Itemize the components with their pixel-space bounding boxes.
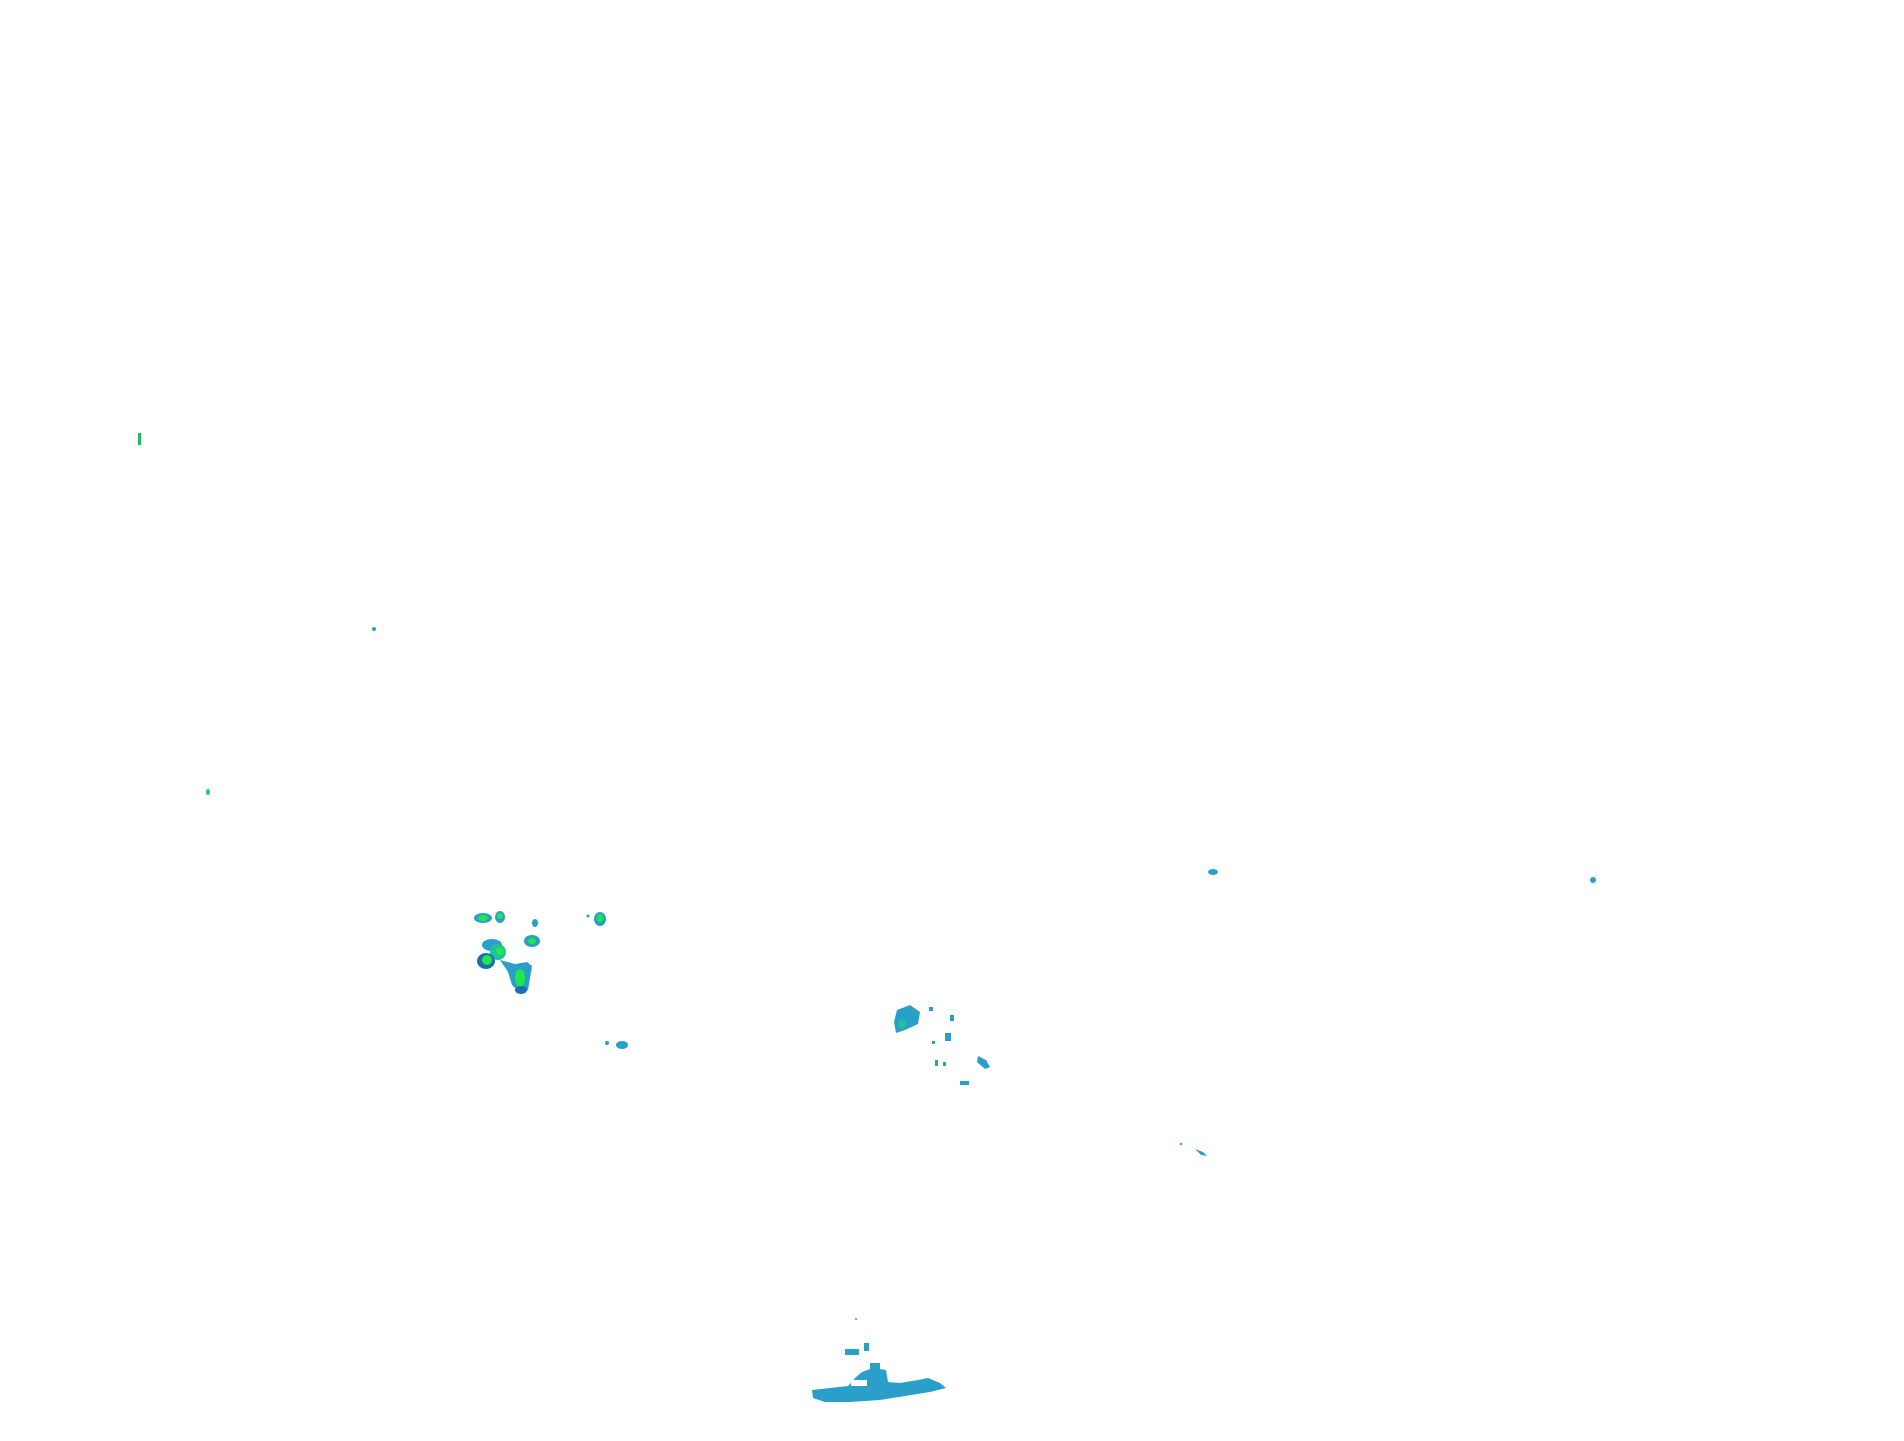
echo-northwest-streak <box>138 433 141 445</box>
echo-speck <box>372 627 376 631</box>
echo-band-south <box>812 1318 946 1402</box>
echo-small-cell <box>586 912 606 926</box>
echo-speck <box>206 789 210 795</box>
echo-speck <box>1208 869 1218 875</box>
echo-small-cell <box>1179 1142 1207 1156</box>
echo-cluster-west <box>474 911 540 994</box>
precipitation-echoes <box>138 433 1596 1402</box>
echo-small-cell <box>605 1041 628 1049</box>
echo-cluster-central <box>894 1005 990 1085</box>
echo-speck <box>1590 877 1596 883</box>
